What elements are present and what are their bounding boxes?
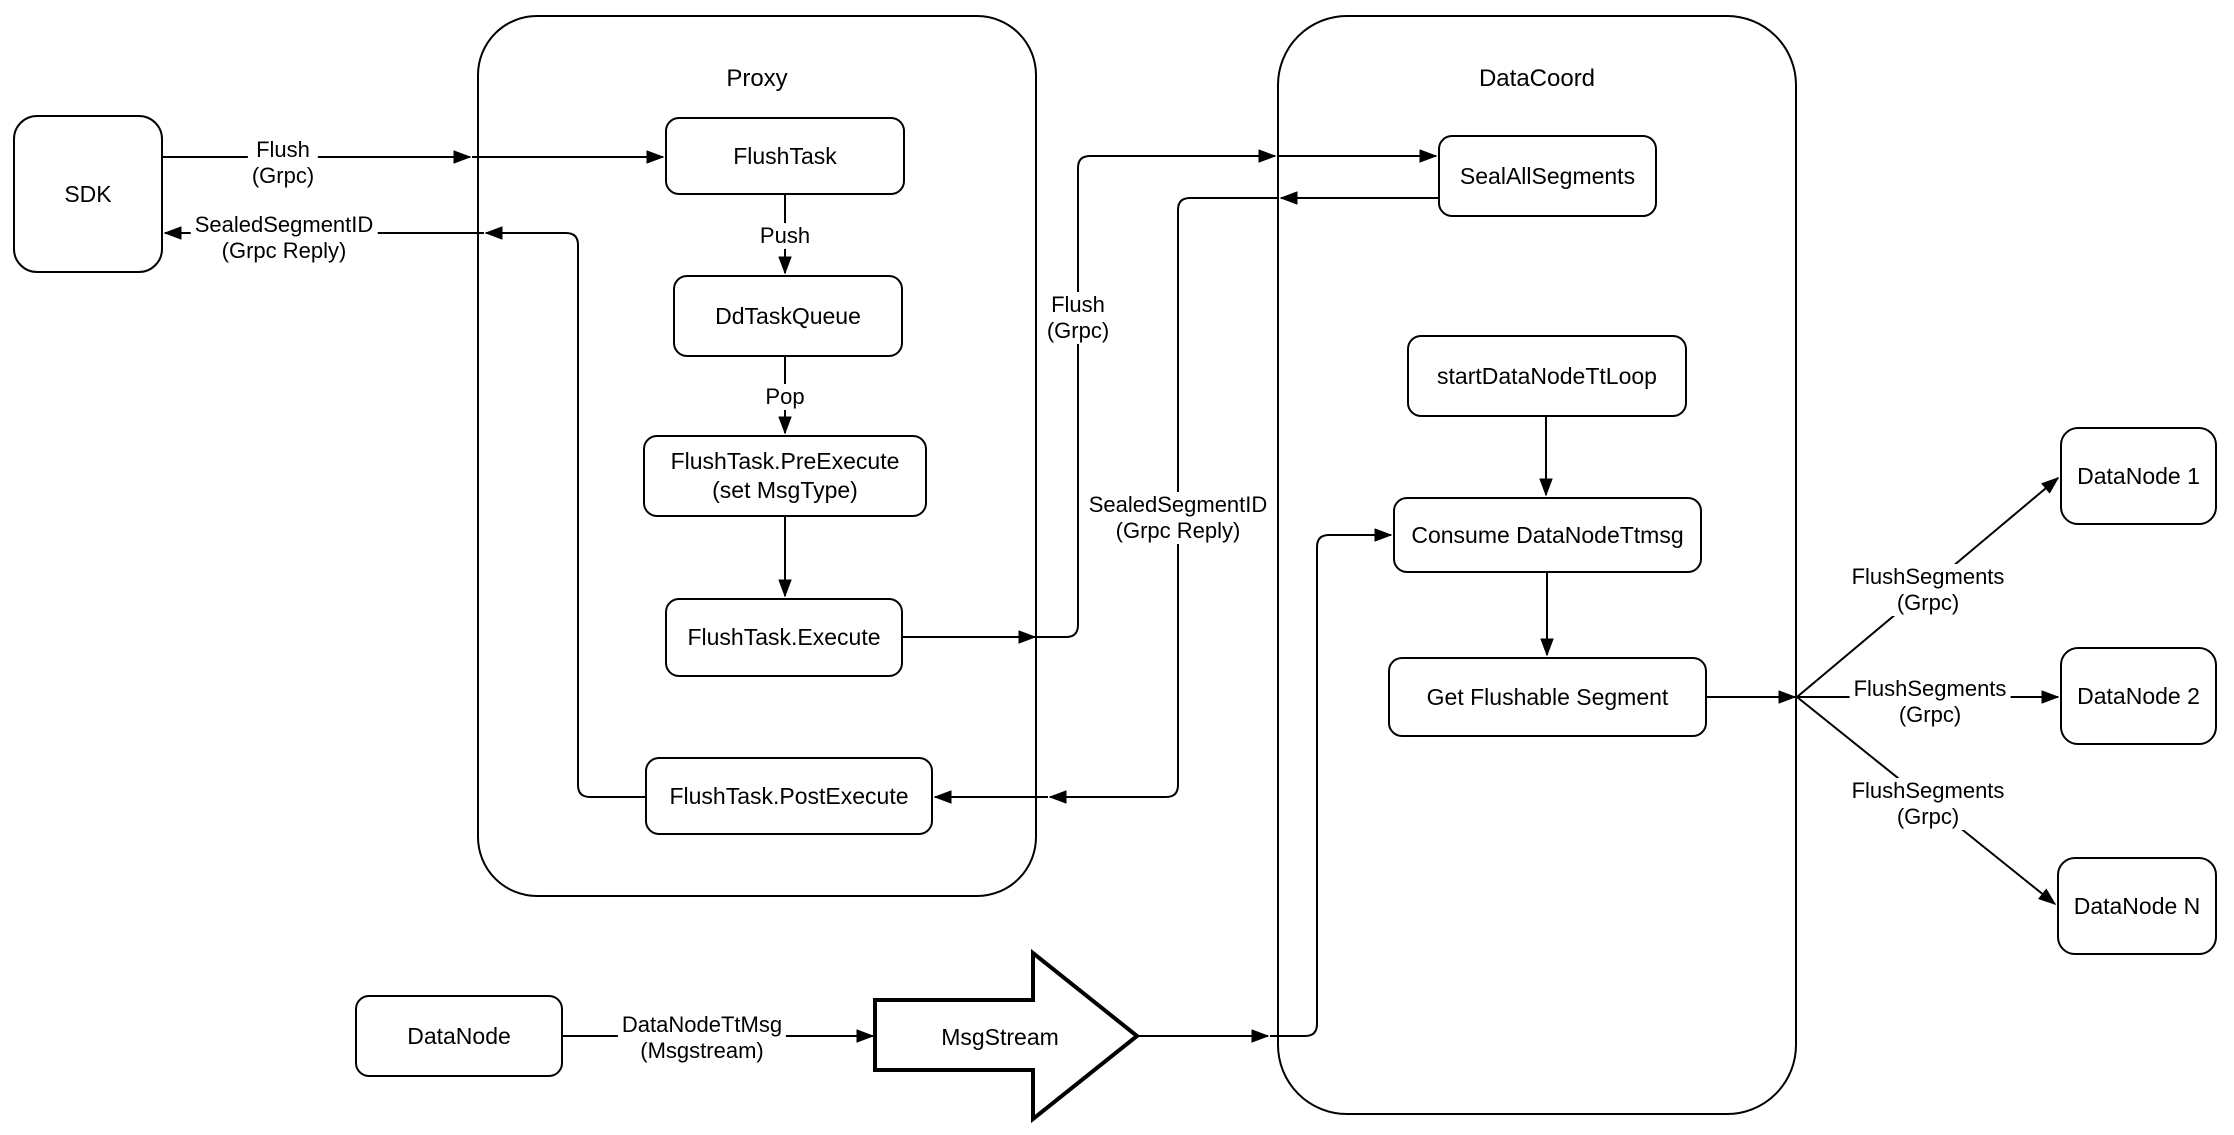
- msgstream-shape-label: MsgStream: [937, 1024, 1063, 1050]
- datacoord-container-title: DataCoord: [1478, 65, 1596, 92]
- node-datanode-2-label: DataNode 2: [2077, 682, 2200, 709]
- edge-label-flush-segments-2-line2: (Grpc): [1898, 702, 1962, 727]
- msgstream-arrow-shape: [873, 948, 1141, 1124]
- node-datanode-bottom-label: DataNode: [407, 1022, 511, 1049]
- node-flush-task: FlushTask: [665, 117, 905, 195]
- node-flush-task-pre-execute-label: FlushTask.PreExecute: [670, 448, 900, 474]
- edge-label-flush-segments-1-line2: (Grpc): [1896, 590, 1960, 615]
- node-flush-task-post-execute: FlushTask.PostExecute: [645, 757, 933, 835]
- edge-label-flush-segments-2-line1: FlushSegments: [1853, 676, 2007, 701]
- edge-label-flush-segments-3-line2: (Grpc): [1896, 804, 1960, 829]
- edge-label-flush-mid-line2: (Grpc): [1046, 318, 1110, 343]
- node-consume-datanode-ttmsg-label: Consume DataNodeTtmsg: [1411, 521, 1684, 548]
- node-dd-task-queue-label: DdTaskQueue: [715, 302, 861, 329]
- node-sdk: SDK: [13, 115, 163, 273]
- edge-label-flush-segments-3: FlushSegments (Grpc): [1847, 778, 2009, 830]
- edge-label-sealed-segment-sdk-line1: SealedSegmentID: [194, 212, 374, 237]
- node-seal-all-segments: SealAllSegments: [1438, 135, 1657, 217]
- node-flush-task-pre-execute: FlushTask.PreExecute (set MsgType): [643, 435, 927, 517]
- edge-label-datanode-tt-msg-line1: DataNodeTtMsg: [621, 1012, 783, 1037]
- edge-label-flush-mid: Flush (Grpc): [1042, 292, 1114, 344]
- edge-label-sealed-segment-mid: SealedSegmentID (Grpc Reply): [1084, 492, 1272, 544]
- node-datanode-1-label: DataNode 1: [2077, 462, 2200, 489]
- edge-label-flush-segments-3-line1: FlushSegments: [1851, 778, 2005, 803]
- datacoord-container: DataCoord: [1277, 15, 1797, 1115]
- edge-label-sealed-segment-mid-line2: (Grpc Reply): [1115, 518, 1241, 543]
- edge-label-push-line1: Push: [759, 223, 811, 248]
- node-get-flushable-segment-label: Get Flushable Segment: [1426, 683, 1669, 710]
- node-sdk-label: SDK: [64, 180, 112, 207]
- node-datanode-bottom: DataNode: [355, 995, 563, 1077]
- node-flush-task-execute: FlushTask.Execute: [665, 598, 903, 677]
- node-seal-all-segments-label: SealAllSegments: [1459, 162, 1636, 189]
- node-flush-task-pre-execute-sublabel: (set MsgType): [712, 477, 858, 503]
- node-flush-task-execute-label: FlushTask.Execute: [687, 624, 881, 650]
- node-start-datanode-tt-loop-label: startDataNodeTtLoop: [1437, 362, 1657, 389]
- edge-label-flush-sdk: Flush (Grpc): [247, 137, 319, 189]
- node-start-datanode-tt-loop: startDataNodeTtLoop: [1407, 335, 1687, 417]
- node-consume-datanode-ttmsg: Consume DataNodeTtmsg: [1393, 497, 1702, 573]
- node-datanode-1: DataNode 1: [2060, 427, 2217, 525]
- msgstream-shape-label-text: MsgStream: [941, 1024, 1059, 1050]
- edge-label-pop: Pop: [761, 384, 809, 410]
- node-dd-task-queue: DdTaskQueue: [673, 275, 903, 357]
- node-datanode-n-label: DataNode N: [2073, 892, 2201, 919]
- edge-label-flush-segments-2: FlushSegments (Grpc): [1849, 676, 2011, 728]
- edge-label-flush-segments-1-line1: FlushSegments: [1851, 564, 2005, 589]
- proxy-container-title: Proxy: [726, 65, 788, 92]
- edge-label-flush-sdk-line2: (Grpc): [251, 163, 315, 188]
- edge-label-flush-segments-1: FlushSegments (Grpc): [1847, 564, 2009, 616]
- edge-label-flush-mid-line1: Flush: [1051, 292, 1105, 317]
- node-datanode-2: DataNode 2: [2060, 647, 2217, 745]
- edge-label-sealed-segment-sdk: SealedSegmentID (Grpc Reply): [190, 212, 378, 264]
- edge-label-datanode-tt-msg: DataNodeTtMsg (Msgstream): [617, 1012, 787, 1064]
- node-get-flushable-segment: Get Flushable Segment: [1388, 657, 1707, 737]
- edge-label-datanode-tt-msg-line2: (Msgstream): [640, 1038, 764, 1063]
- edge-label-flush-sdk-line1: Flush: [256, 137, 310, 162]
- edge-label-push: Push: [755, 223, 815, 249]
- node-datanode-n: DataNode N: [2057, 857, 2217, 955]
- edge-label-sealed-segment-mid-line1: SealedSegmentID: [1088, 492, 1268, 517]
- edge-label-sealed-segment-sdk-line2: (Grpc Reply): [221, 238, 347, 263]
- edge-label-pop-line1: Pop: [765, 384, 805, 409]
- node-flush-task-post-execute-label: FlushTask.PostExecute: [669, 782, 909, 809]
- node-flush-task-label: FlushTask: [733, 142, 837, 169]
- proxy-container: Proxy: [477, 15, 1037, 897]
